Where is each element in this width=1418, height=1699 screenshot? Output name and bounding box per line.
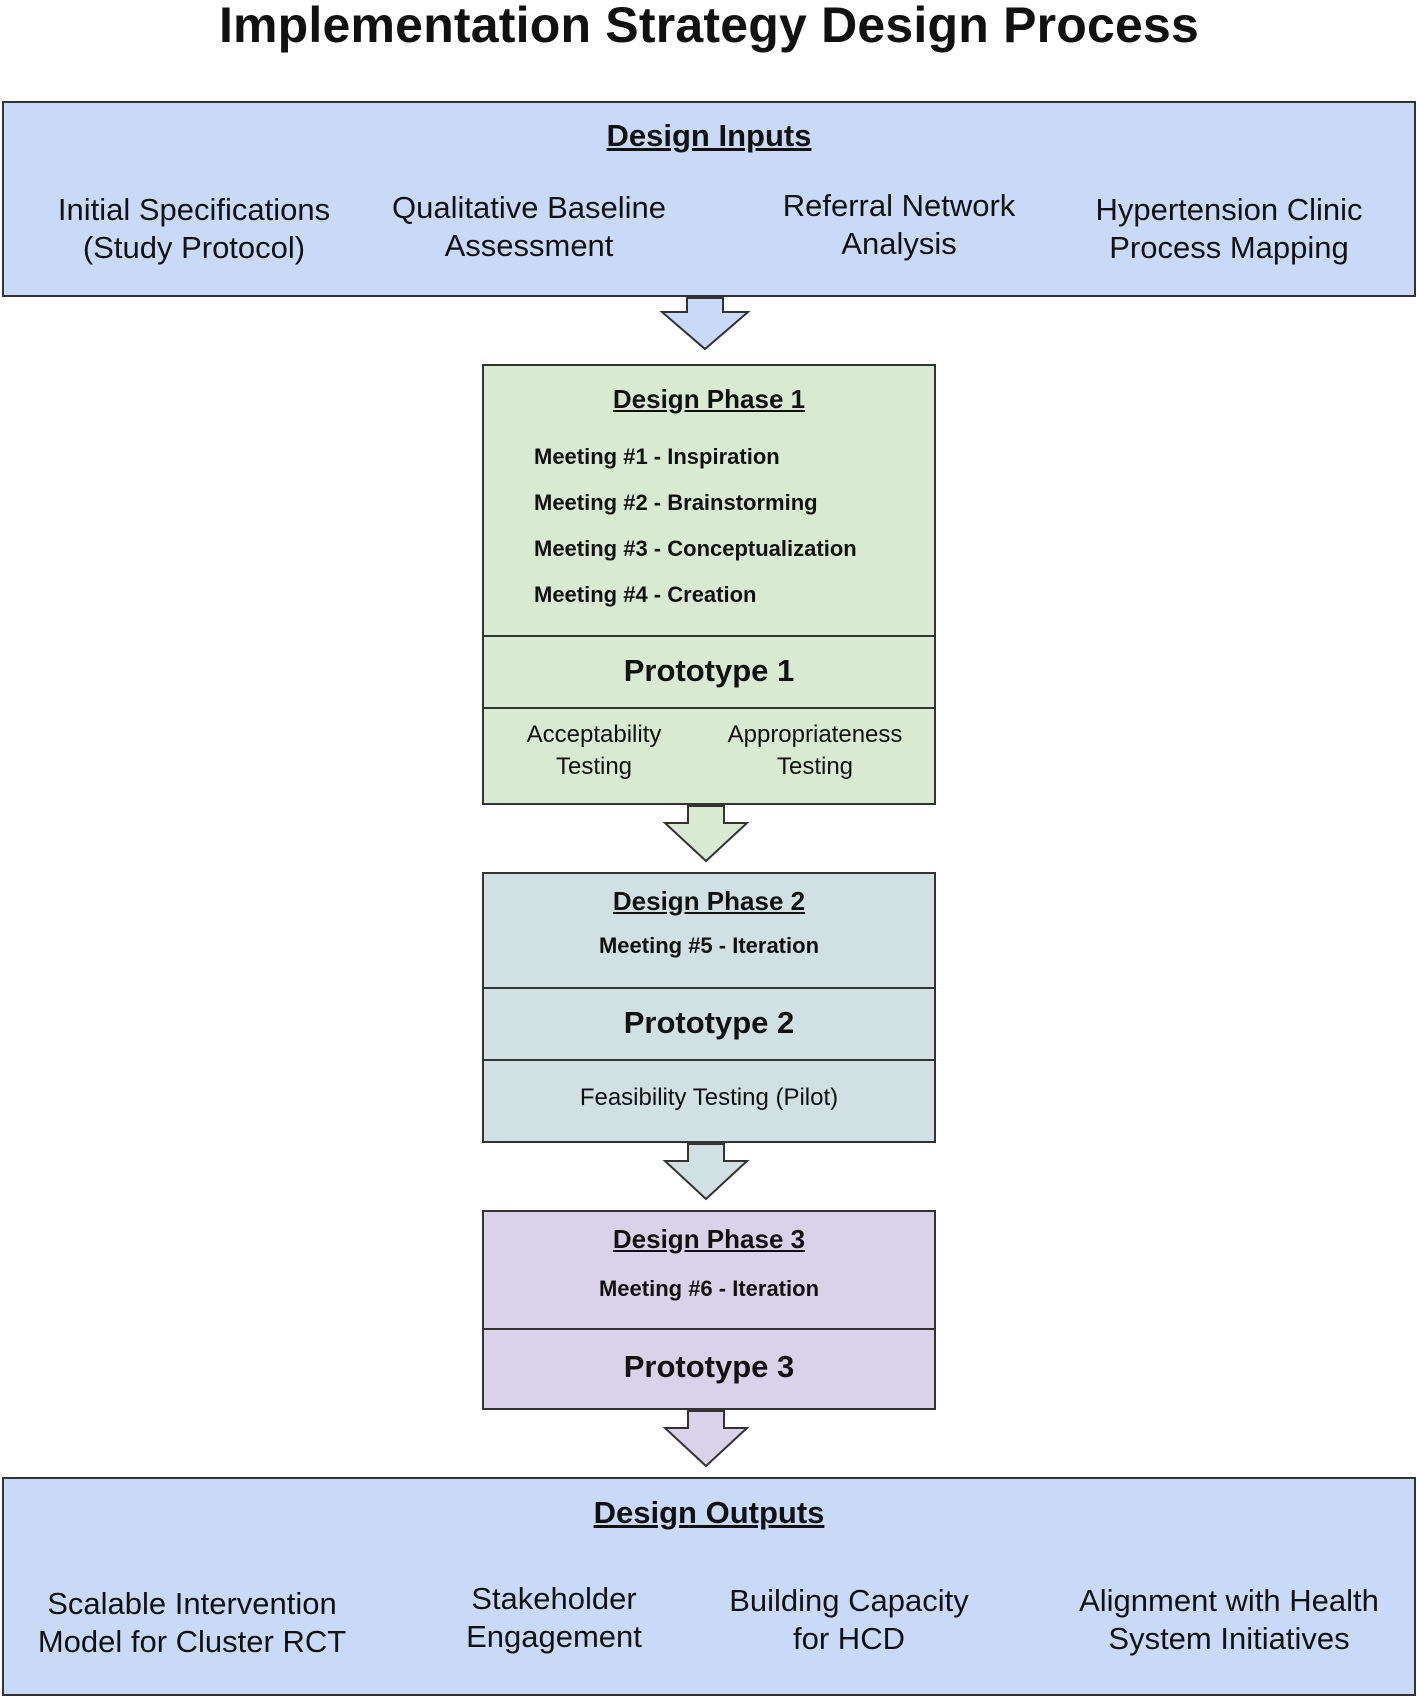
output-item-alignment-health-system: Alignment with Health System Initiatives bbox=[1049, 1582, 1409, 1658]
design-inputs-heading: Design Inputs bbox=[606, 118, 812, 153]
test-line2: Testing bbox=[555, 753, 633, 780]
input-item-line1: Qualitative Baseline bbox=[392, 190, 666, 225]
output-item-line2: for HCD bbox=[793, 1621, 905, 1656]
arrow-phase1-to-phase2 bbox=[662, 805, 750, 863]
input-item-line1: Initial Specifications bbox=[57, 192, 331, 227]
meeting-2: Meeting #2 - Brainstorming bbox=[534, 490, 818, 515]
input-item-line2: Assessment bbox=[444, 228, 614, 263]
divider bbox=[484, 635, 934, 637]
meeting-5: Meeting #5 - Iteration bbox=[598, 933, 820, 958]
output-item-scalable-intervention: Scalable Intervention Model for Cluster … bbox=[12, 1585, 372, 1661]
acceptability-testing: Acceptability Testing bbox=[514, 719, 674, 783]
design-outputs-box: Design Outputs Scalable Intervention Mod… bbox=[2, 1477, 1416, 1696]
input-item-line1: Referral Network bbox=[782, 188, 1016, 223]
output-item-line2: System Initiatives bbox=[1108, 1621, 1350, 1656]
input-item-initial-specifications: Initial Specifications (Study Protocol) bbox=[24, 191, 364, 267]
arrow-inputs-to-phase1 bbox=[659, 297, 751, 351]
output-item-line1: Alignment with Health bbox=[1079, 1583, 1379, 1618]
meeting-6: Meeting #6 - Iteration bbox=[598, 1276, 820, 1301]
input-item-line2: (Study Protocol) bbox=[82, 230, 306, 265]
design-phase-1-heading: Design Phase 1 bbox=[612, 384, 806, 414]
design-inputs-box: Design Inputs Initial Specifications (St… bbox=[2, 101, 1416, 297]
feasibility-testing: Feasibility Testing (Pilot) bbox=[579, 1084, 839, 1111]
input-item-referral-network: Referral Network Analysis bbox=[739, 187, 1059, 263]
design-phase-3-heading: Design Phase 3 bbox=[612, 1224, 806, 1254]
input-item-line1: Hypertension Clinic bbox=[1095, 192, 1363, 227]
input-item-line2: Process Mapping bbox=[1109, 230, 1349, 265]
design-phase-2-heading: Design Phase 2 bbox=[612, 886, 806, 916]
design-phase-2-box: Design Phase 2 Meeting #5 - Iteration Pr… bbox=[482, 872, 936, 1143]
prototype-1: Prototype 1 bbox=[623, 653, 795, 688]
divider bbox=[484, 1059, 934, 1061]
arrow-phase2-to-phase3 bbox=[662, 1143, 750, 1201]
output-item-line1: Scalable Intervention bbox=[47, 1586, 337, 1621]
input-item-qualitative-baseline: Qualitative Baseline Assessment bbox=[364, 189, 694, 265]
design-phase-1-box: Design Phase 1 Meeting #1 - Inspiration … bbox=[482, 364, 936, 805]
meeting-4: Meeting #4 - Creation bbox=[534, 582, 757, 607]
output-item-line1: Stakeholder bbox=[471, 1581, 637, 1616]
test-line1: Appropriateness bbox=[727, 721, 903, 748]
output-item-line1: Building Capacity bbox=[729, 1583, 969, 1618]
divider bbox=[484, 987, 934, 989]
arrow-phase3-to-outputs bbox=[662, 1410, 750, 1468]
output-item-line2: Model for Cluster RCT bbox=[37, 1624, 347, 1659]
output-item-stakeholder-engagement: Stakeholder Engagement bbox=[434, 1580, 674, 1656]
divider bbox=[484, 707, 934, 709]
diagram-title: Implementation Strategy Design Process bbox=[218, 0, 1200, 53]
divider bbox=[484, 1328, 934, 1330]
input-item-line2: Analysis bbox=[841, 226, 957, 261]
design-phase-3-box: Design Phase 3 Meeting #6 - Iteration Pr… bbox=[482, 1210, 936, 1410]
prototype-3: Prototype 3 bbox=[623, 1349, 795, 1384]
output-item-building-capacity: Building Capacity for HCD bbox=[704, 1582, 994, 1658]
output-item-line2: Engagement bbox=[466, 1619, 642, 1654]
test-line1: Acceptability bbox=[526, 721, 662, 748]
design-outputs-heading: Design Outputs bbox=[593, 1495, 825, 1530]
appropriateness-testing: Appropriateness Testing bbox=[710, 719, 920, 783]
meeting-1: Meeting #1 - Inspiration bbox=[534, 444, 780, 469]
meeting-3: Meeting #3 - Conceptualization bbox=[534, 536, 857, 561]
input-item-hypertension-clinic: Hypertension Clinic Process Mapping bbox=[1074, 191, 1384, 267]
test-line2: Testing bbox=[776, 753, 854, 780]
prototype-2: Prototype 2 bbox=[623, 1005, 795, 1040]
